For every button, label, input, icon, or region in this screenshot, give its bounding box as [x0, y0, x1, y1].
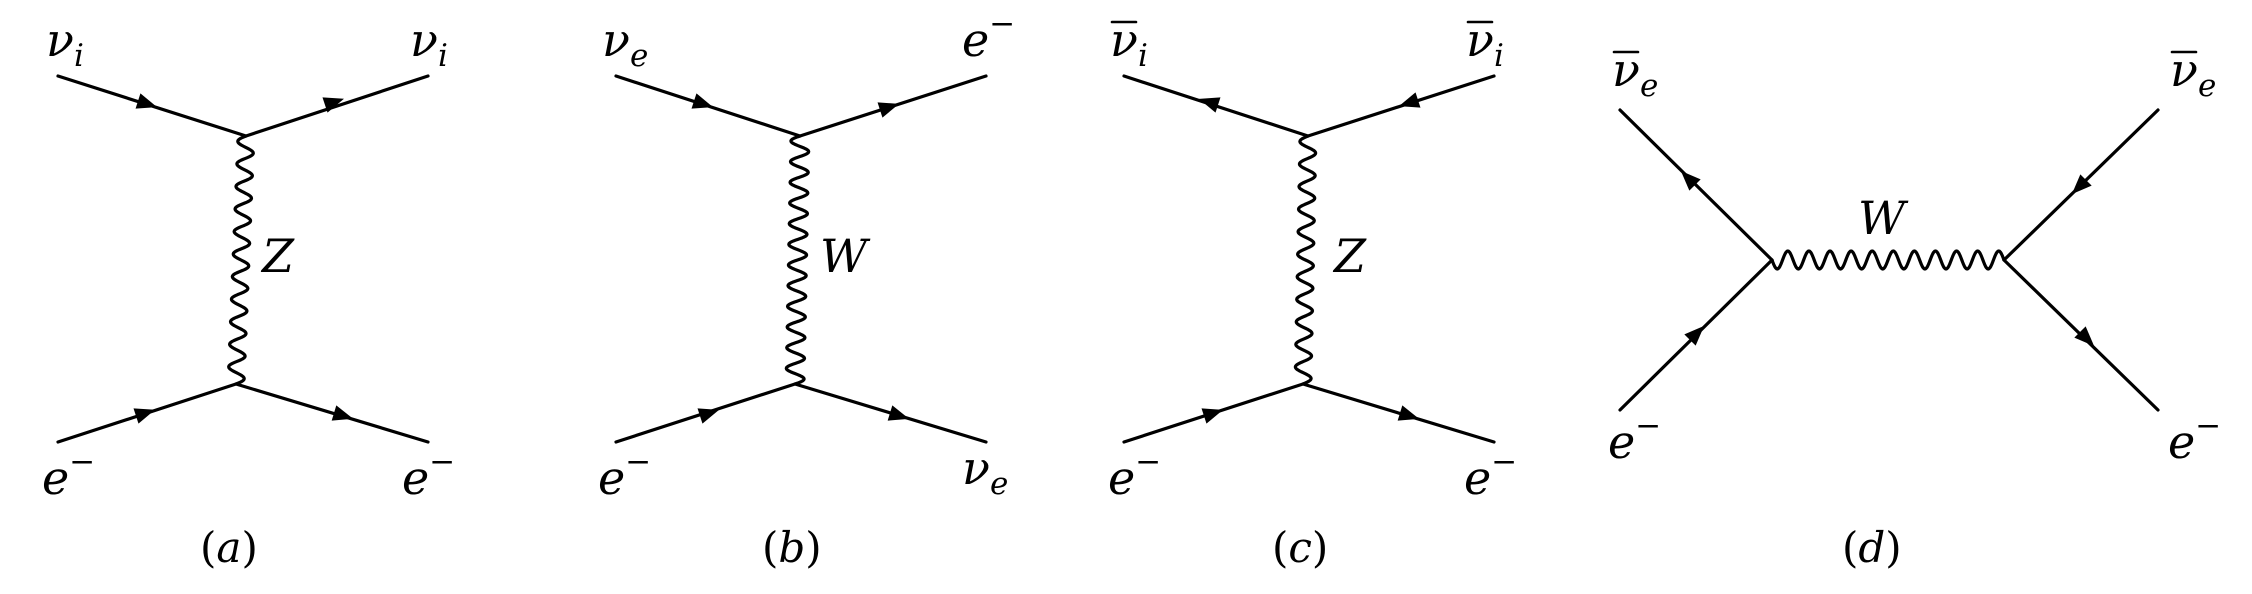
label-top-right: νi: [410, 13, 448, 74]
label-bottom-left: e−: [1108, 444, 1161, 505]
label-bottom-right: νe: [962, 441, 1008, 502]
diagram-b: νe e− W e− νe (b): [598, 6, 1015, 572]
arrow-bottom-right: [2074, 326, 2095, 347]
w-boson-propagator: [784, 134, 811, 386]
arrow-bottom-right: [1397, 405, 1420, 421]
fermion-line-bottom-right: [234, 382, 430, 444]
arrow-top-left: [135, 93, 158, 109]
diagram-c: νi νi Z e− e− (c): [1108, 13, 1517, 572]
z-boson-propagator: [1293, 134, 1318, 386]
label-top-left: νi: [46, 13, 84, 74]
label-boson: W: [1858, 191, 1909, 245]
arrow-top-right: [2071, 174, 2092, 195]
fermion-line-top-left: [1618, 108, 1774, 262]
diagram-a: νi νi Z e− e− (a): [42, 13, 455, 572]
fermion-line-top-right: [244, 74, 430, 138]
arrow-bottom-right: [331, 405, 354, 421]
label-bottom-right: e−: [1464, 444, 1517, 505]
caption: (c): [1272, 523, 1328, 572]
label-boson: W: [820, 229, 871, 283]
fermion-line-bottom-right: [1301, 382, 1496, 444]
arrow-top-right: [322, 97, 344, 113]
z-boson-propagator: [227, 134, 255, 386]
arrow-top-left: [1680, 170, 1701, 191]
arrow-bottom-left: [1684, 325, 1705, 346]
arrow-top-left: [691, 93, 714, 109]
caption: (d): [1842, 523, 1902, 572]
arrow-bottom-left: [697, 408, 720, 424]
caption: (b): [762, 523, 822, 572]
label-bottom-left: e−: [1608, 408, 1661, 469]
arrow-bottom-right: [887, 405, 910, 421]
label-bottom-right: e−: [2168, 408, 2221, 469]
w-boson-propagator: [1770, 249, 2006, 271]
caption: (a): [200, 523, 258, 572]
label-top-right: e−: [962, 6, 1015, 67]
label-bottom-left: e−: [598, 444, 651, 505]
label-top-left: νe: [602, 13, 648, 74]
label-bottom-right: e−: [402, 444, 455, 505]
label-boson: Z: [260, 229, 295, 283]
arrow-top-right: [1398, 92, 1421, 108]
arrow-top-left: [1198, 97, 1221, 113]
label-bottom-left: e−: [42, 444, 95, 505]
arrow-top-right: [877, 102, 900, 118]
arrow-bottom-left: [133, 408, 156, 424]
arrow-bottom-left: [1201, 408, 1224, 424]
label-boson: Z: [1332, 229, 1367, 283]
diagram-d: νe νe W e− e− (d): [1608, 43, 2221, 572]
